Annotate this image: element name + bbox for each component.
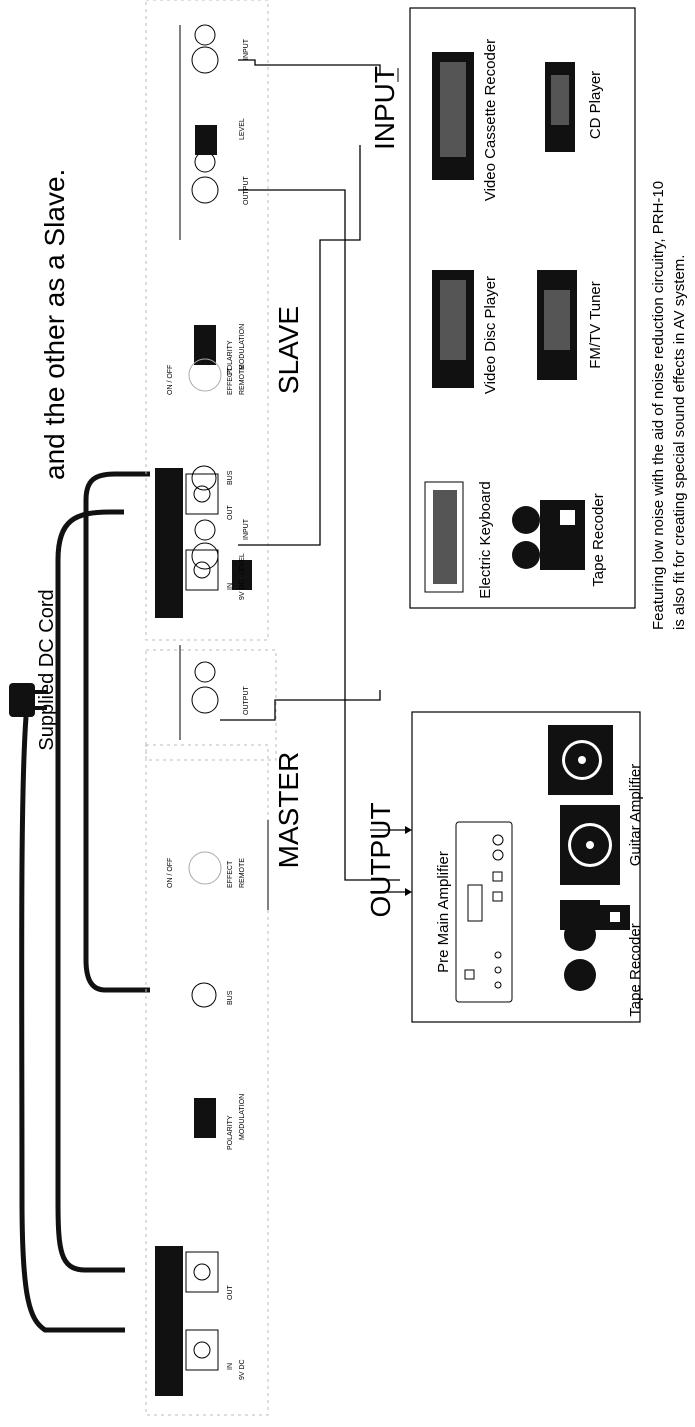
slave-bus-label: BUS: [227, 470, 234, 485]
master-effect-knob[interactable]: [188, 851, 222, 885]
slave-polarity-switch[interactable]: [194, 325, 216, 365]
master-dc-label: 9V DC: [239, 1359, 246, 1380]
slave-remote-label: REMOTE: [239, 365, 246, 395]
master-polarity-label: POLARITY: [227, 1115, 234, 1150]
signal-wiring: [220, 59, 405, 893]
tape-recorder-icon: [560, 900, 630, 991]
master-in-label: IN: [227, 1363, 234, 1370]
slave-level-knob[interactable]: [195, 125, 217, 155]
master-level-label: LEVEL: [239, 553, 246, 575]
pre-main-amp-icon: [455, 821, 513, 1003]
slave-onoff-label: ON / OFF: [167, 365, 174, 395]
master-unit: OUT IN 9V DC POLARITY MODULATION BUS ON …: [145, 744, 304, 1416]
slave-panel-outline: [145, 0, 269, 641]
cd-player-icon: [545, 62, 575, 152]
master-effect-label: EFFECT: [227, 860, 234, 888]
caption-line-2: is also fit for creating special sound e…: [671, 255, 688, 630]
master-io-outline: [145, 649, 277, 761]
bus-cable: [83, 471, 150, 993]
cd-label: CD Player: [587, 71, 604, 139]
vdp-label: Video Disc Player: [482, 276, 499, 394]
master-label: MASTER: [273, 752, 304, 869]
in-tape-label: Tape Recoder: [590, 493, 607, 586]
vcr-label: Video Cassette Recoder: [482, 39, 499, 201]
slave-in-label: IN: [227, 583, 234, 590]
master-out-label: OUT: [227, 1285, 234, 1301]
slave-polarity-label: POLARITY: [227, 340, 234, 375]
input-device-box: Electric Keyboard Tape Recoder Video Dis…: [409, 7, 636, 609]
header-text: and the other as a Slave.: [39, 169, 70, 480]
slave-label: SLAVE: [273, 306, 304, 394]
fm-tv-tuner-icon: [537, 270, 577, 380]
output-arrow-2: [405, 888, 412, 896]
caption-line-1: Featuring low noise with the aid of nois…: [650, 181, 667, 630]
dc-cord-label: Supplied DC Cord: [36, 589, 58, 750]
slave-out-jack: [185, 473, 219, 515]
master-in-jack: [185, 1329, 219, 1371]
dc-cable-chain: [55, 509, 125, 1273]
master-output-jack-b[interactable]: [194, 661, 216, 683]
dc-cable-power: [19, 716, 125, 1333]
master-remote-label: REMOTE: [239, 858, 246, 888]
slave-input-jack-b[interactable]: [194, 24, 216, 46]
slave-input-jack-a[interactable]: [191, 46, 219, 74]
master-bus-label: BUS: [227, 990, 234, 1005]
slave-output-jack-a[interactable]: [191, 176, 219, 204]
slave-effect-label: EFFECT: [227, 367, 234, 395]
out-tape-label: Tape Recoder: [627, 923, 644, 1016]
slave-dc-label: 9V DC: [239, 579, 246, 600]
master-level-knob[interactable]: [232, 560, 252, 590]
master-output-label: OUTPUT: [243, 686, 250, 716]
guitar-amp-icon: [548, 725, 620, 885]
slave-input-label: INPUT: [243, 38, 250, 60]
slave-modulation-label: MODULATION: [239, 324, 246, 370]
master-onoff-label: ON / OFF: [167, 858, 174, 888]
output-arrow-1: [405, 826, 412, 834]
master-polarity-switch[interactable]: [194, 1098, 216, 1138]
slave-unit: OUT IN 9V DC POLARITY MODULATION BUS ON …: [145, 0, 304, 641]
keyboard-label: Electric Keyboard: [477, 481, 494, 599]
master-bus-jack[interactable]: [191, 982, 217, 1008]
slave-in-jack: [185, 549, 219, 591]
output-device-box: Pre Main Amplifier Tape Recoder: [411, 711, 644, 1023]
slave-bus-jack[interactable]: [191, 465, 217, 491]
master-output-jack-a[interactable]: [191, 686, 219, 714]
input-label: INPUT: [369, 66, 400, 150]
master-panel-outline: [145, 744, 269, 1416]
output-label: OUTPUT: [365, 802, 396, 917]
fm-label: FM/TV Tuner: [587, 281, 604, 369]
master-out-jack: [185, 1251, 219, 1293]
master-input-label: INPUT: [243, 518, 250, 540]
input-tape-recorder-icon: [512, 500, 585, 570]
guitar-amp-label: Guitar Amplifier: [627, 764, 644, 867]
slave-level-label: LEVEL: [239, 118, 246, 140]
electric-keyboard-icon: [424, 481, 464, 593]
slave-out-label: OUT: [227, 505, 234, 521]
master-modulation-label: MODULATION: [239, 1094, 246, 1140]
master-input-jack-b[interactable]: [194, 519, 216, 541]
slave-dc-block: [155, 468, 183, 618]
video-disc-player-icon: [432, 270, 474, 388]
pre-main-amp-label: Pre Main Amplifier: [435, 851, 452, 973]
vcr-icon: [432, 52, 474, 180]
slave-effect-knob[interactable]: [188, 358, 222, 392]
master-dc-block: [155, 1246, 183, 1396]
dc-adapter-icon: [9, 683, 47, 717]
